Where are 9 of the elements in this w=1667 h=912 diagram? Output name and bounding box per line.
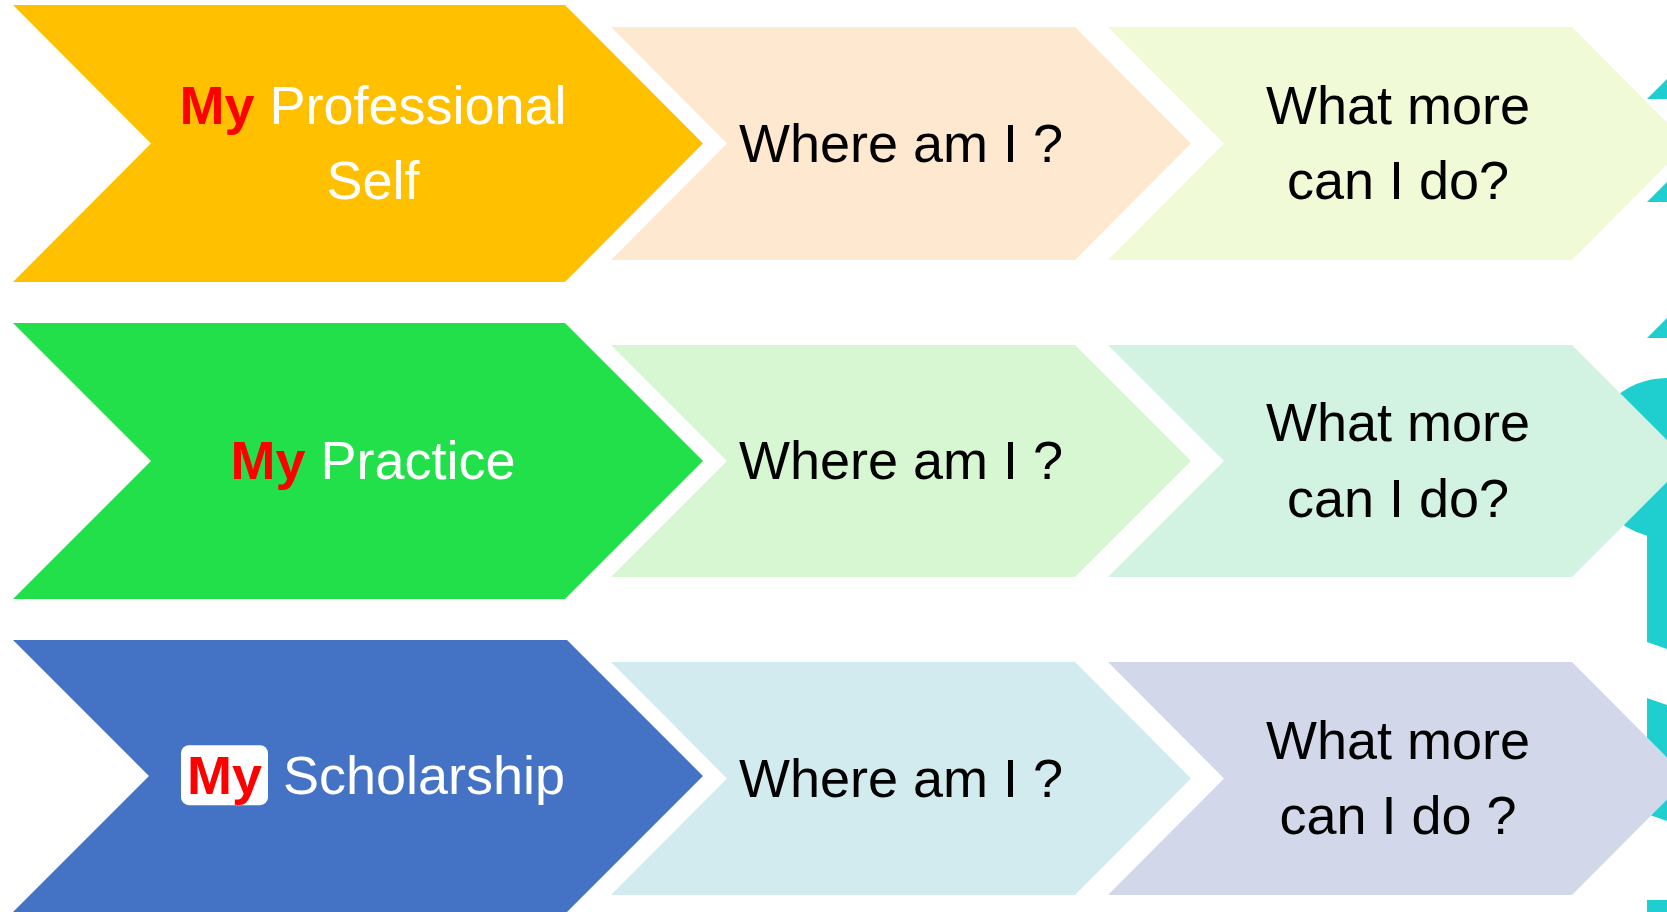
chevron-label: My Practice — [229, 429, 517, 493]
chevron-label: Where am I ? — [737, 429, 1065, 493]
chevron-label: My Professional Self — [178, 73, 568, 213]
chevron-label: What more can I do ? — [1264, 708, 1532, 848]
chevron-label: My Scholarship — [163, 738, 583, 814]
chevron-label: Where am I ? — [737, 746, 1065, 810]
chevron-label: What more can I do? — [1264, 391, 1532, 530]
chevron-label: What more can I do? — [1264, 73, 1532, 213]
chevron-label: Where am I ? — [737, 111, 1065, 175]
